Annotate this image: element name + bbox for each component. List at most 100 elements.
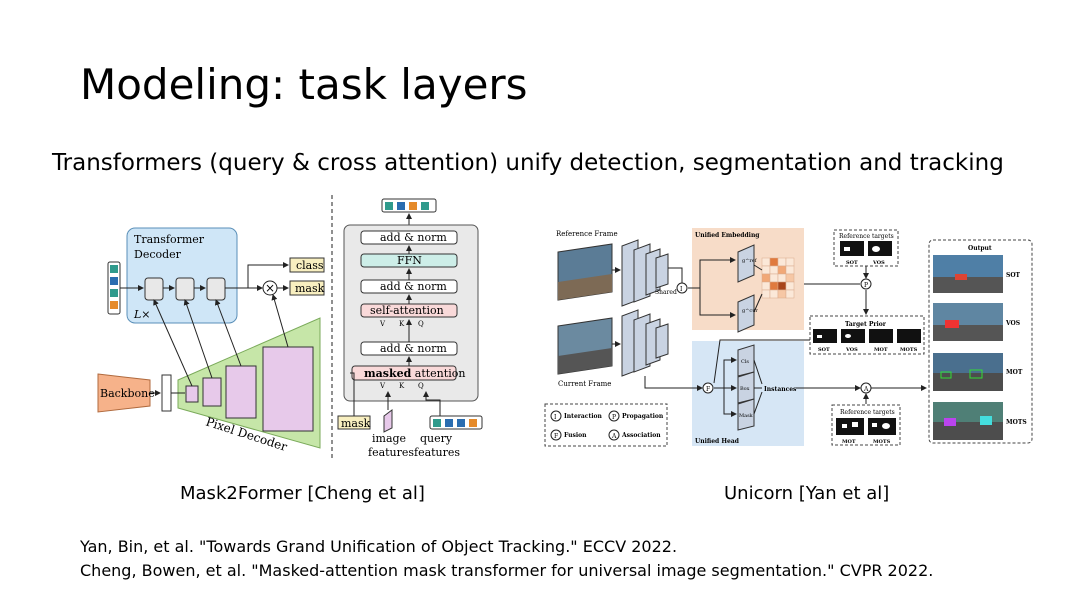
- sot-label: SOT: [846, 260, 858, 266]
- node-letter: I: [680, 286, 683, 293]
- caption-unicorn: Unicorn [Yan et al]: [724, 483, 890, 504]
- mask-input-label: mask: [341, 417, 371, 430]
- mot-label: MOT: [842, 439, 856, 445]
- backbone-label: Backbone: [100, 387, 155, 400]
- target-mask: [868, 241, 892, 256]
- query-square: [421, 202, 429, 210]
- vos-label: VOS: [872, 260, 885, 266]
- decoder-repeat-label: L×: [133, 308, 151, 321]
- decoder-layer: [206, 277, 226, 301]
- query-square: [110, 289, 118, 297]
- vkq-label: K: [399, 382, 405, 390]
- mask2former-diagram: Transformer Decoder L× × class mask Back…: [97, 195, 483, 459]
- query-square: [409, 202, 417, 210]
- node-letter: I: [554, 414, 557, 421]
- prior-map: [841, 329, 865, 343]
- node-letter: F: [706, 386, 710, 393]
- target-mask: [836, 418, 864, 435]
- legend-interaction: Interaction: [564, 413, 603, 420]
- g-cur-label: g^cur: [742, 307, 758, 314]
- reference-targets-label: Reference targets: [839, 233, 894, 240]
- node-letter: A: [611, 433, 617, 440]
- unified-embedding-label: Unified Embedding: [695, 232, 760, 239]
- backbone-stack-cur: [621, 309, 669, 377]
- sot-output-label: SOT: [1006, 272, 1021, 279]
- vkq-label: V: [379, 320, 386, 328]
- pixel-feature: [185, 385, 199, 403]
- class-output: [289, 257, 325, 273]
- prior-map: [813, 329, 837, 343]
- vkq-label: V: [379, 382, 386, 390]
- query-features-2: features: [414, 446, 460, 459]
- backbone-block: [97, 373, 151, 413]
- decoder-layer: [175, 277, 195, 301]
- block-label: add & norm: [380, 280, 447, 293]
- node-letter: A: [863, 386, 869, 393]
- image-features-1: image: [372, 432, 406, 445]
- query-square: [397, 202, 405, 210]
- unified-head-label: Unified Head: [695, 438, 740, 445]
- query-square: [457, 419, 465, 427]
- legend-propagation: Propagation: [622, 413, 664, 420]
- target-mask: [840, 241, 864, 256]
- query-square: [445, 419, 453, 427]
- query-square: [110, 301, 118, 309]
- block-label: add & norm: [380, 231, 447, 244]
- mots-label: MOTS: [873, 439, 891, 445]
- target-prior-label: Target Prior: [845, 321, 887, 328]
- legend-association: Association: [621, 432, 661, 439]
- prior-map: [897, 329, 921, 343]
- node-letter: P: [864, 282, 868, 289]
- vos-label: VOS: [845, 347, 858, 353]
- query-square: [110, 265, 118, 273]
- query-square: [110, 277, 118, 285]
- slide-title: Modeling: task layers: [80, 60, 528, 109]
- slide-subtitle: Transformers (query & cross attention) u…: [52, 150, 1004, 176]
- mask-head: [737, 398, 755, 431]
- class-label: class: [296, 259, 324, 272]
- mot-output-label: MOT: [1006, 369, 1023, 376]
- interaction-node: [676, 282, 688, 294]
- legend-box: [544, 403, 668, 447]
- pixel-feature: [262, 346, 314, 432]
- block-label: self-attention: [370, 304, 444, 317]
- pixel-feature: [225, 365, 257, 419]
- g-ref-block: [737, 244, 755, 283]
- image-feature-shape: [383, 409, 393, 433]
- pixel-feature: [202, 377, 222, 407]
- cls-label: Cls: [741, 359, 749, 365]
- reference-frame-label: Reference Frame: [556, 230, 618, 238]
- backbone-stack-ref: [621, 239, 669, 307]
- mask-head-label: Mask: [739, 413, 754, 419]
- fusion-node: [702, 382, 714, 394]
- decoder-title-2: Decoder: [134, 248, 182, 261]
- svg-text:×: ×: [265, 281, 275, 295]
- block-label: add & norm: [380, 342, 447, 355]
- image-features-2: features: [368, 446, 414, 459]
- output-label: Output: [968, 245, 992, 252]
- prior-map: [869, 329, 893, 343]
- correspondence-heatmap: [761, 257, 795, 299]
- reference-2: Cheng, Bowen, et al. "Masked-attention m…: [80, 561, 934, 580]
- vkq-label: K: [399, 320, 405, 328]
- block-add-norm-1: [360, 230, 458, 245]
- mot-label: MOT: [874, 347, 888, 353]
- query-square: [469, 419, 477, 427]
- vos-output-label: VOS: [1005, 320, 1020, 327]
- mots-output-label: MOTS: [1006, 419, 1027, 426]
- node-letter: P: [612, 414, 616, 421]
- unicorn-diagram: Reference Frame Current Frame Shared Uni…: [544, 228, 1033, 447]
- query-square: [433, 419, 441, 427]
- current-frame-label: Current Frame: [558, 380, 611, 388]
- node-letter: F: [554, 433, 558, 440]
- g-ref-label: g^ref: [742, 257, 758, 264]
- reference-targets-label: Reference targets: [840, 409, 895, 416]
- mask-output: [289, 280, 325, 296]
- shared-label: Shared: [655, 289, 677, 296]
- masked-attention-label: masked attention: [364, 367, 465, 380]
- caption-mask2former: Mask2Former [Cheng et al]: [180, 483, 425, 504]
- target-mask: [868, 418, 896, 435]
- decoder-title-1: Transformer: [134, 233, 205, 246]
- box-label: Box: [740, 386, 750, 392]
